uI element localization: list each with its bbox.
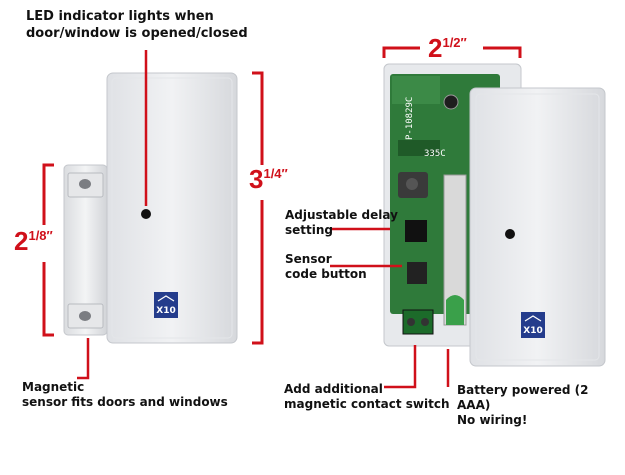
delay-label-line2: setting (285, 223, 333, 237)
width-dimension-fraction: 1/2″ (442, 35, 467, 50)
height-dimension: 31/4″ (249, 164, 288, 195)
x10-logo-text-right: X10 (523, 326, 542, 336)
sensor-cover (469, 87, 606, 367)
callout-lines (77, 50, 450, 389)
delay-label-line1: Adjustable delay (285, 208, 398, 222)
contact-label: Add additional magnetic contact switch (284, 382, 450, 412)
magnetic-label: Magnetic sensor fits doors and windows (22, 380, 228, 410)
width-bracket-left (382, 46, 420, 58)
height-dimension-whole: 3 (249, 164, 264, 194)
battery-label: Battery powered (2 AAA) No wiring! (457, 383, 625, 428)
magnet-callout (77, 338, 90, 380)
magnet-dimension-whole: 2 (14, 226, 29, 256)
led-label: LED indicator lights when door/window is… (26, 8, 248, 42)
magnet-bracket-top (42, 163, 54, 225)
led-indicator (141, 209, 151, 219)
magnetic-label-line1: Magnetic (22, 380, 85, 394)
contact-label-line1: Add additional (284, 382, 383, 396)
code-label: Sensor code button (285, 252, 367, 282)
magnet-body (63, 164, 108, 336)
height-dimension-fraction: 1/4″ (263, 166, 288, 181)
magnetic-label-line2: sensor fits doors and windows (22, 395, 228, 409)
cover-led-hole (505, 229, 515, 239)
code-label-line1: Sensor (285, 252, 332, 266)
magnet-bracket-bottom (42, 262, 54, 337)
magnet-dimension-fraction: 1/8″ (28, 228, 53, 243)
x10-logo-text: X10 (156, 306, 175, 316)
contact-callout (384, 345, 417, 389)
magnet-dimension: 21/8″ (14, 226, 53, 257)
delay-label: Adjustable delay setting (285, 208, 398, 238)
code-label-line2: code button (285, 267, 367, 281)
led-label-line2: door/window is opened/closed (26, 26, 248, 41)
led-label-line1: LED indicator lights when (26, 9, 214, 24)
pcb-code: 335C (424, 149, 446, 159)
x10-logo-right: X10 (521, 312, 545, 338)
battery-label-line1: Battery powered (2 AAA) (457, 383, 589, 412)
height-bracket-top (252, 71, 264, 165)
x10-logo-left: X10 (154, 292, 178, 318)
dimension-brackets (42, 46, 522, 345)
width-dimension: 21/2″ (428, 33, 467, 64)
width-bracket-right (483, 46, 522, 58)
closed-sensor-housing (106, 72, 238, 344)
pcb-part-number: P-10829C (405, 97, 415, 140)
battery-label-line2: No wiring! (457, 413, 528, 427)
width-dimension-whole: 2 (428, 33, 443, 63)
height-bracket-bottom (252, 200, 264, 345)
contact-label-line2: magnetic contact switch (284, 397, 450, 411)
